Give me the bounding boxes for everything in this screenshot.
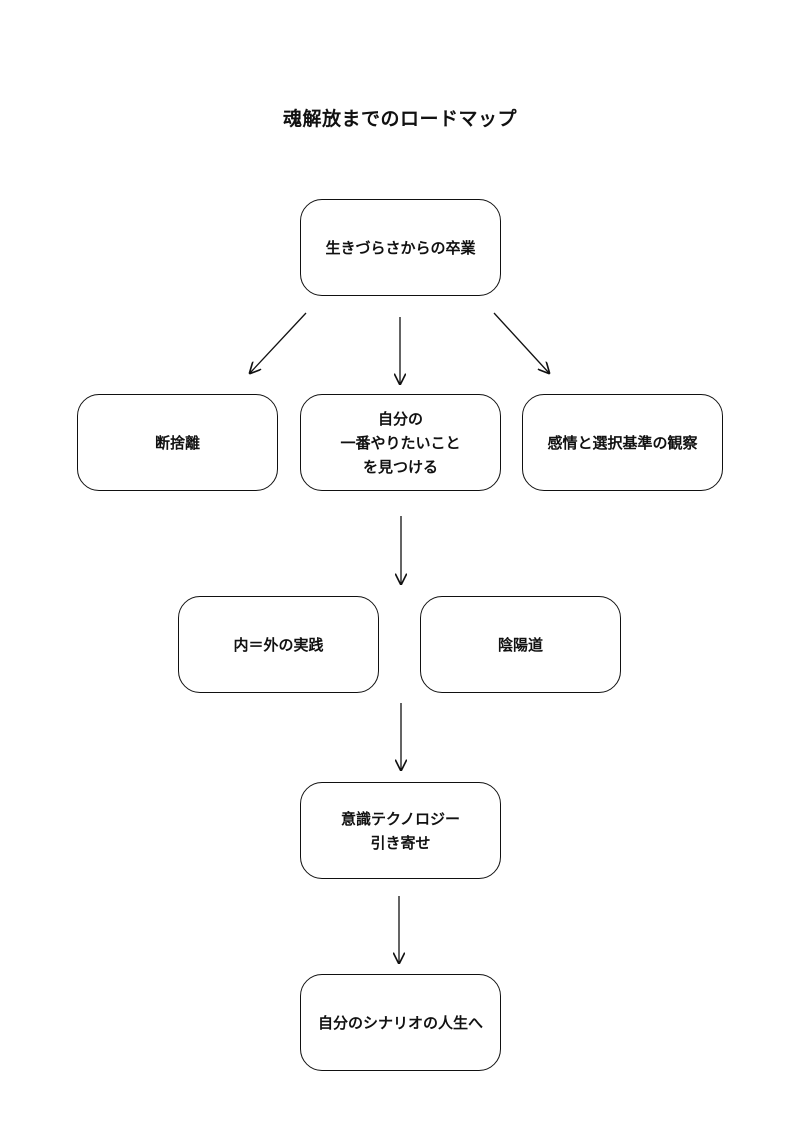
node-onmyodo: 陰陽道 (420, 596, 621, 693)
diagram-title: 魂解放までのロードマップ (282, 108, 517, 130)
node-life-of-own-scenario: 自分のシナリオの人生へ (300, 974, 501, 1071)
node-label: 自分の 一番やりたいこと を見つける (340, 409, 461, 476)
edge-n1-to-n4 (493, 312, 549, 373)
node-label: 陰陽道 (497, 635, 543, 654)
node-consciousness-technology: 意識テクノロジー 引き寄せ (300, 782, 501, 879)
node-inner-outer-practice: 内＝外の実践 (178, 596, 379, 693)
node-label: 内＝外の実践 (233, 635, 324, 654)
node-label: 感情と選択基準の観察 (547, 433, 698, 452)
node-label: 断捨離 (154, 433, 200, 452)
node-decluttering: 断捨離 (77, 394, 278, 491)
edge-n1-to-n2 (250, 312, 307, 373)
node-graduation-from-hardship: 生きづらさからの卒業 (300, 199, 501, 296)
node-label: 意識テクノロジー 引き寄せ (340, 809, 461, 852)
node-find-what-you-want-most: 自分の 一番やりたいこと を見つける (300, 394, 501, 491)
node-label: 生きづらさからの卒業 (325, 238, 476, 257)
node-observe-emotions-and-criteria: 感情と選択基準の観察 (522, 394, 723, 491)
node-label: 自分のシナリオの人生へ (317, 1013, 483, 1032)
